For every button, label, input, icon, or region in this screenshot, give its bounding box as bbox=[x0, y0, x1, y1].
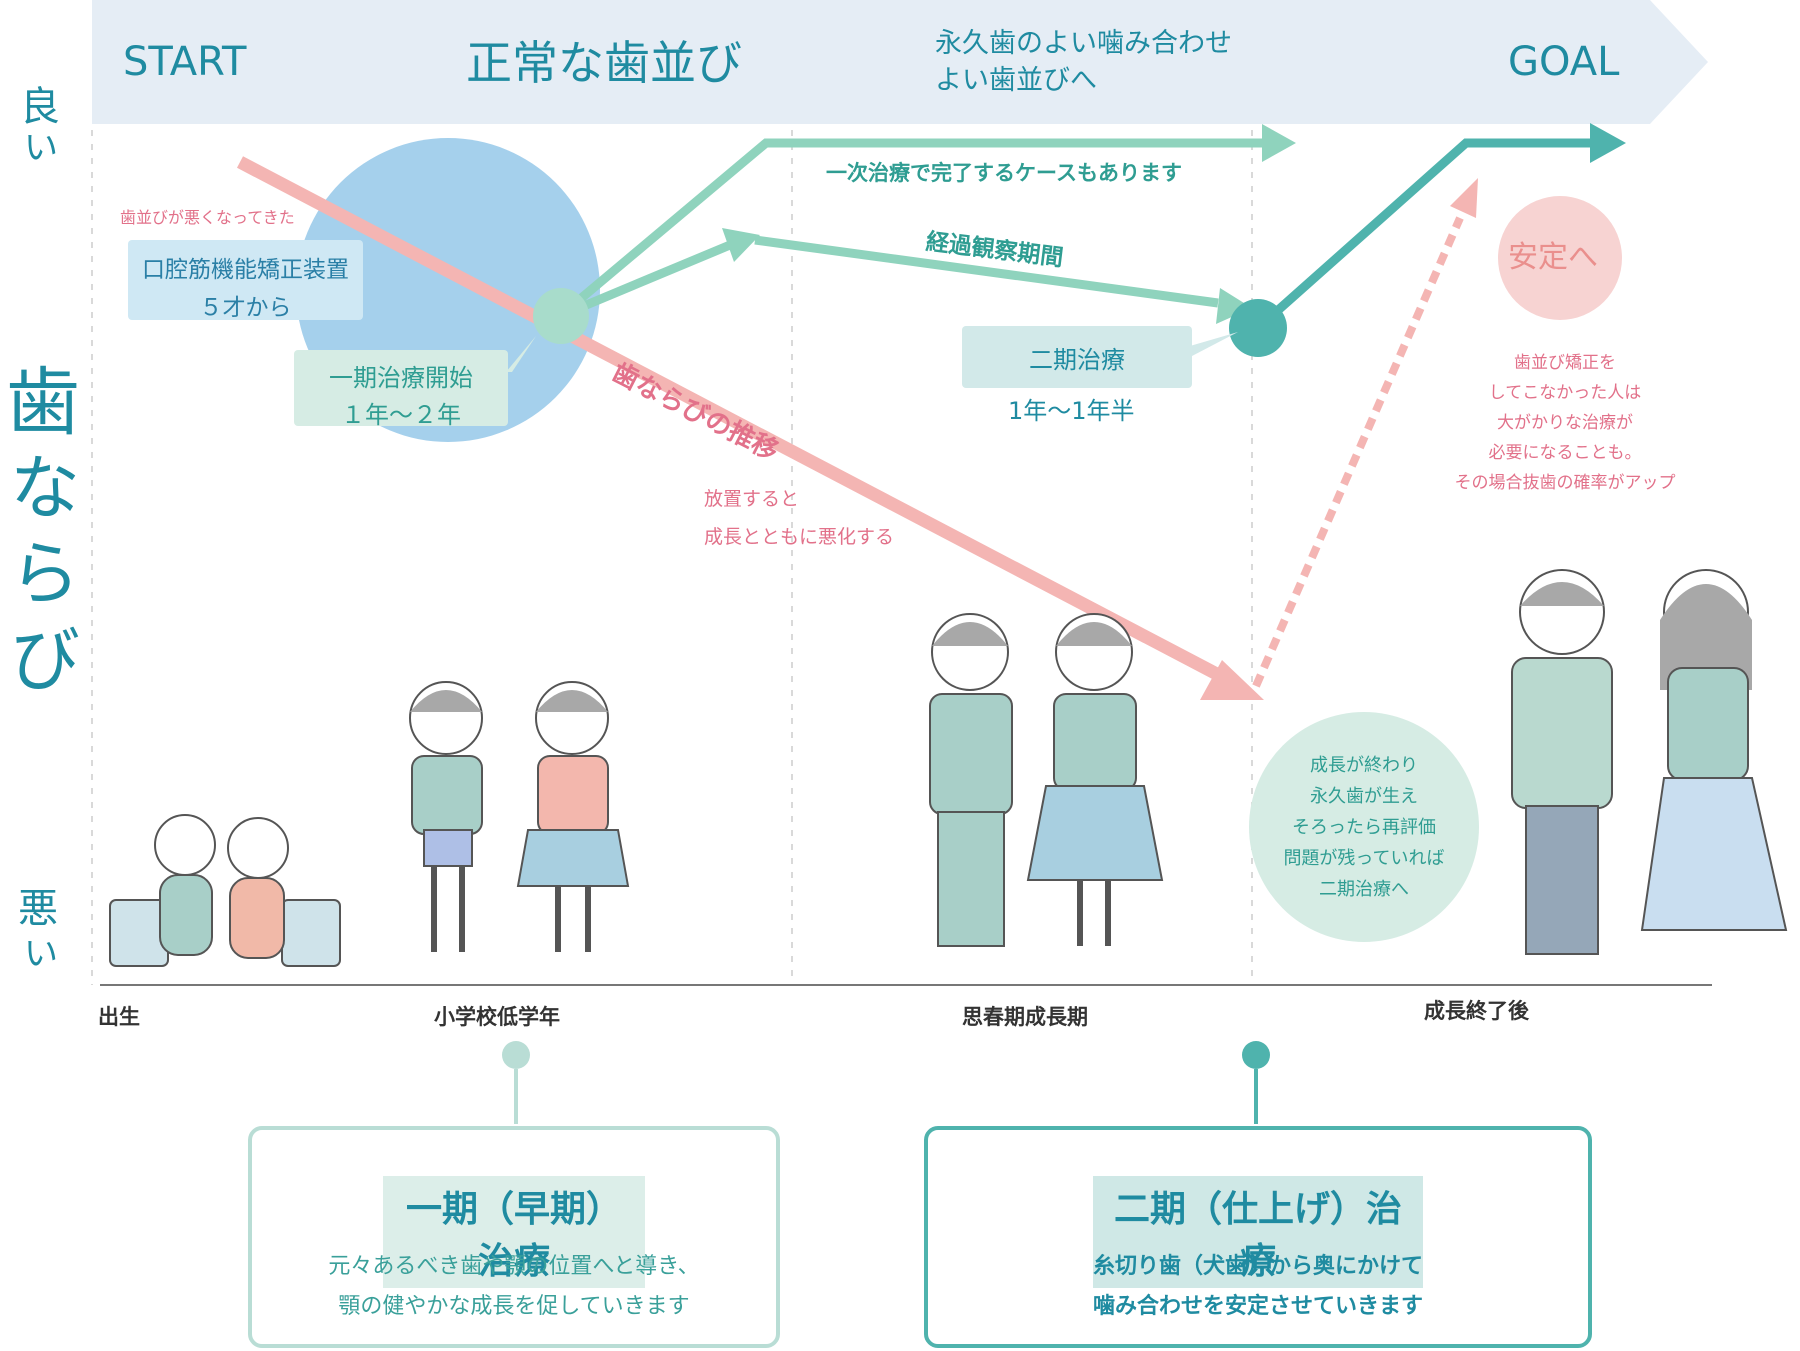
timeline-after-growth: 成長終了後 bbox=[1424, 999, 1529, 1023]
phase2-callout-pointer bbox=[1190, 332, 1238, 356]
phase1-card: 一期（早期）治療 元々あるべき歯や顎の位置へと導き、 顎の健やかな成長を促してい… bbox=[248, 1126, 780, 1348]
reassess-note: 成長が終わり 永久歯が生え そろったら再評価 問題が残っていれば 二期治療へ bbox=[1250, 750, 1478, 905]
baby-illustration bbox=[109, 814, 341, 967]
good-label-2: い bbox=[24, 128, 58, 168]
phase2-dot bbox=[1229, 299, 1287, 357]
adult-note-line: 大がかりな治療が bbox=[1497, 413, 1633, 433]
reassess-circle bbox=[1249, 712, 1479, 942]
phase2-card-title: 二期（仕上げ）治療 bbox=[1093, 1176, 1423, 1288]
stage-dividers bbox=[91, 130, 1253, 985]
phase2-connector bbox=[1242, 1041, 1270, 1124]
phase1-start-line2: １年〜２年 bbox=[341, 401, 461, 429]
complete-case-arrow bbox=[557, 138, 1262, 320]
complete-case-note: 一次治療で完了するケースもあります bbox=[826, 161, 1182, 185]
y-axis-title-3: ら bbox=[10, 533, 80, 615]
teens-illustration bbox=[929, 613, 1164, 947]
adult-note-line: その場合抜歯の確率がアップ bbox=[1454, 473, 1676, 493]
phase2-box: 二期治療 bbox=[962, 326, 1192, 388]
start-label: START bbox=[123, 39, 247, 85]
device-line1: 口腔筋機能矯正装置 bbox=[142, 257, 349, 283]
stable-label: 安定へ bbox=[1508, 240, 1598, 275]
phase2-label: 二期治療 bbox=[1029, 346, 1125, 374]
reassess-line: 問題が残っていれば bbox=[1283, 848, 1445, 869]
phase2-card: 二期（仕上げ）治療 糸切り歯（犬歯）から奥にかけて 噛み合わせを安定させていきま… bbox=[924, 1126, 1592, 1348]
bad-label-2: い bbox=[24, 934, 58, 974]
timeline-elementary: 小学校低学年 bbox=[434, 1005, 560, 1029]
goal-label: GOAL bbox=[1508, 39, 1620, 85]
adult-note-line: 歯並び矯正を bbox=[1514, 353, 1616, 373]
neglect-line1: 放置すると bbox=[704, 488, 800, 510]
phase1-connector bbox=[502, 1041, 530, 1124]
device-box: 口腔筋機能矯正装置 ５才から bbox=[128, 240, 363, 321]
phase2-card-line2: 噛み合わせを安定させていきます bbox=[1092, 1294, 1423, 1319]
phase2-card-line1: 糸切り歯（犬歯）から奥にかけて bbox=[1092, 1254, 1423, 1279]
neglect-line2: 成長とともに悪化する bbox=[704, 526, 895, 548]
reassess-line: 二期治療へ bbox=[1319, 879, 1409, 900]
bad-label-1: 悪 bbox=[18, 886, 58, 932]
reassess-line: そろったら再評価 bbox=[1292, 817, 1436, 838]
adult-note-line: してこなかった人は bbox=[1488, 383, 1642, 403]
y-axis-title-4: び bbox=[10, 619, 80, 701]
adult-note: 歯並び矯正を してこなかった人は 大がかりな治療が 必要になることも。 その場合… bbox=[1420, 348, 1710, 498]
phase1-card-title: 一期（早期）治療 bbox=[383, 1176, 645, 1288]
phase1-card-line2: 顎の健やかな成長を促していきます bbox=[338, 1294, 690, 1319]
device-line2: ５才から bbox=[199, 295, 292, 321]
reassess-line: 成長が終わり bbox=[1310, 755, 1418, 776]
complete-case-arrowhead bbox=[1262, 124, 1296, 162]
reassess-line: 永久歯が生え bbox=[1310, 786, 1418, 807]
phase1-start-box: 一期治療開始 １年〜２年 bbox=[294, 350, 508, 429]
timeline-puberty: 思春期成長期 bbox=[962, 1005, 1088, 1029]
phase1-callout-pointer bbox=[506, 336, 536, 372]
permanent-teeth-line1: 永久歯のよい噛み合わせ bbox=[935, 28, 1232, 59]
y-axis-title-2: な bbox=[10, 447, 80, 529]
good-label-1: 良 bbox=[20, 84, 60, 130]
phase1-card-line1: 元々あるべき歯や顎の位置へと導き、 bbox=[328, 1254, 700, 1279]
getting-worse-note: 歯並びが悪くなってきた bbox=[120, 208, 295, 227]
adults-illustration bbox=[1511, 569, 1788, 955]
timeline-birth: 出生 bbox=[98, 1005, 140, 1029]
no-treatment-rising-arrow bbox=[1252, 178, 1478, 688]
elementary-kids-illustration bbox=[409, 681, 630, 952]
phase1-start-line1: 一期治療開始 bbox=[329, 364, 473, 392]
adult-note-line: 必要になることも。 bbox=[1488, 443, 1642, 463]
trend-arrow bbox=[236, 156, 1264, 700]
main-title: 正常な歯並び bbox=[466, 36, 742, 90]
phase2-arrow bbox=[1255, 123, 1626, 332]
phase1-dot bbox=[533, 288, 589, 344]
permanent-teeth-line2: よい歯並びへ bbox=[935, 65, 1097, 96]
header-arrow-band bbox=[92, 0, 1708, 124]
observation-arrow bbox=[558, 228, 1252, 324]
phase2-duration: 1年〜1年半 bbox=[1008, 397, 1135, 425]
stable-circle bbox=[1498, 196, 1622, 320]
y-axis-title-1: 歯 bbox=[6, 360, 80, 446]
